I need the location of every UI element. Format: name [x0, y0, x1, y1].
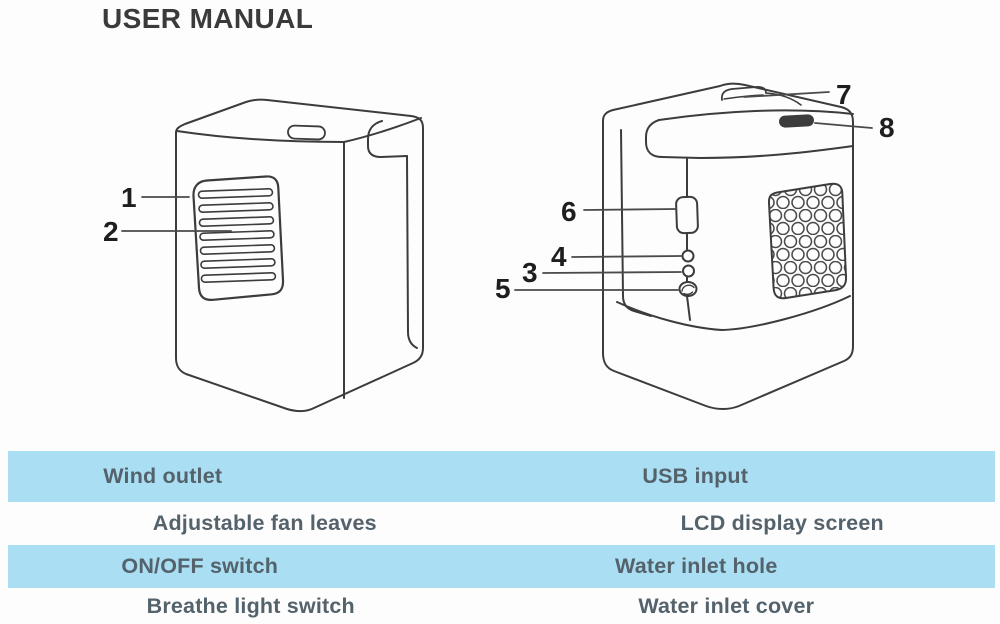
device-outline — [175, 98, 424, 413]
leader-line-4 — [571, 255, 682, 258]
leader-line-7 — [743, 91, 830, 98]
right-device-drawing: 7 8 6 4 3 5 — [495, 79, 895, 410]
water-inlet-hole-tab — [720, 86, 767, 101]
side-handle-recess — [367, 120, 408, 158]
callout-5: 5 — [495, 273, 511, 304]
callout-8: 8 — [879, 112, 895, 143]
wind-outlet-vent — [192, 175, 285, 301]
callout-2: 2 — [103, 216, 119, 247]
legend-row-1: Wind outlet USB input — [8, 451, 995, 502]
legend-cell-on-off-switch: ON/OFF switch — [8, 545, 502, 588]
fan-louvers — [197, 188, 277, 283]
legend-label: Adjustable fan leaves — [152, 511, 377, 535]
light-button — [682, 264, 695, 278]
callout-3: 3 — [522, 257, 538, 288]
water-inlet-cover-tab — [779, 114, 814, 128]
legend-cell-breathe-light-switch: Breathe light switch — [8, 588, 502, 624]
leader-line-3 — [542, 271, 682, 274]
leader-line-8 — [814, 122, 873, 129]
carry-handle-top-edge — [658, 109, 854, 121]
legend-cell-usb-input: USB input — [502, 451, 996, 502]
leader-line-6 — [583, 208, 677, 211]
back-corner-edge — [686, 158, 691, 321]
side-inner-edge — [406, 155, 418, 349]
power-button — [681, 249, 695, 263]
legend-row-3: ON/OFF switch Water inlet hole — [8, 545, 995, 588]
device-outline — [602, 82, 854, 410]
water-inlet-detail — [681, 284, 695, 296]
top-lid-notch — [287, 124, 326, 141]
callout-7: 7 — [836, 79, 852, 110]
legend-cell-lcd-display-screen: LCD display screen — [502, 502, 996, 545]
legend-label: Water inlet hole — [615, 554, 778, 578]
legend-cell-adjustable-fan-leaves: Adjustable fan leaves — [8, 502, 502, 545]
legend-row-2: Adjustable fan leaves LCD display screen — [8, 502, 995, 545]
top-face-right-edge — [343, 117, 422, 143]
legend-label: USB input — [642, 464, 749, 488]
callout-4: 4 — [551, 241, 567, 272]
carry-handle-band — [645, 119, 854, 159]
legend-label: Wind outlet — [103, 464, 223, 488]
legend-cell-water-inlet-hole: Water inlet hole — [502, 545, 996, 588]
legend-label: Breathe light switch — [146, 593, 355, 618]
legend-label: Water inlet cover — [638, 593, 815, 618]
handle-opening-curve — [765, 92, 802, 106]
legend-row-4: Breathe light switch Water inlet cover — [8, 588, 995, 624]
usb-port — [675, 195, 699, 235]
page-title: USER MANUAL — [102, 3, 314, 34]
legend-cell-wind-outlet: Wind outlet — [8, 451, 502, 502]
base-seam — [616, 295, 851, 331]
callout-6: 6 — [561, 196, 577, 227]
legend-cell-water-inlet-cover: Water inlet cover — [502, 588, 996, 624]
left-device-drawing: 1 2 — [103, 98, 424, 413]
device-diagrams: 1 2 7 8 — [103, 79, 895, 413]
callout-1: 1 — [121, 182, 137, 213]
legend-label: ON/OFF switch — [121, 554, 279, 578]
legend-label: LCD display screen — [680, 511, 884, 535]
honeycomb-grille — [767, 182, 848, 300]
top-face-front-edge — [176, 130, 345, 143]
